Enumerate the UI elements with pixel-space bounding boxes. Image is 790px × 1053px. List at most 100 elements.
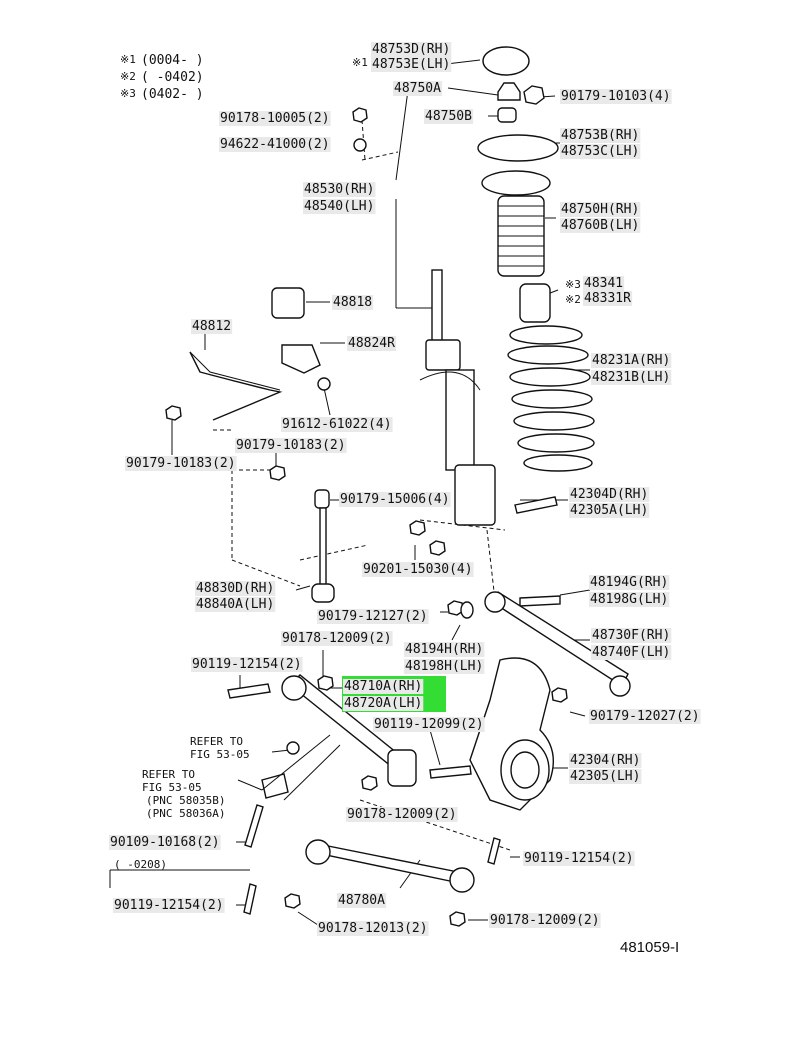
stabilizer-bushing	[271, 287, 305, 319]
label-background	[113, 898, 225, 913]
label-90179-12027: 90179-12027(2)	[590, 709, 700, 724]
washer	[497, 107, 517, 123]
label-90119-12099: 90119-12099(2)	[374, 717, 484, 732]
label-background	[373, 717, 485, 732]
nut-90179-15006	[409, 520, 426, 536]
label-94622: 94622-41000(2)	[220, 137, 330, 152]
stabilizer-bracket	[281, 344, 321, 374]
reference-notes: REFER TO FIG 53-05 REFER TO FIG 53-05 (P…	[142, 735, 250, 820]
bolt-90119-12154-b	[243, 883, 257, 915]
label-48720a: 48720A(LH)	[344, 696, 422, 711]
range-0208: ( -0208)	[114, 858, 167, 871]
bolt-90119-12099	[429, 765, 472, 779]
label-background	[317, 921, 429, 936]
shock-absorber	[419, 269, 496, 526]
bolt-48194g	[519, 595, 561, 607]
label-48824r: 48824R	[348, 336, 395, 351]
label-48760b: 48760B(LH)	[561, 218, 639, 233]
label-48750h: 48750H(RH)	[561, 202, 639, 217]
figure-id: 481059-I	[620, 939, 679, 956]
label-background	[523, 851, 635, 866]
nut-90178-12009-b	[361, 775, 378, 791]
label-42304d: 42304D(RH)	[570, 487, 648, 502]
dashed-guides	[213, 119, 511, 851]
label-48194h: 48194H(RH)	[405, 642, 483, 657]
bolt-42304d	[514, 496, 558, 514]
mark-3: ※3	[565, 278, 581, 291]
label-background	[583, 276, 625, 291]
label-background	[109, 835, 221, 850]
label-background	[235, 438, 347, 453]
label-background	[346, 807, 458, 822]
bolt-90201-15030	[429, 540, 446, 556]
dust-boot	[497, 195, 545, 277]
nut-90179-10183-b	[269, 465, 286, 481]
label-90178-12009-b: 90178-12009(2)	[347, 807, 457, 822]
nut-90178-12009-a	[317, 675, 334, 691]
label-background	[589, 575, 670, 590]
label-48750a: 48750A	[394, 81, 441, 96]
label-background	[343, 679, 424, 694]
mark-1: ※1	[352, 56, 368, 69]
label-48753c: 48753C(LH)	[561, 144, 639, 159]
label-48812: 48812	[192, 319, 231, 334]
label-background	[560, 128, 641, 143]
label-42305: 42305(LH)	[570, 769, 640, 784]
label-42304: 42304(RH)	[570, 753, 640, 768]
label-48750b: 48750B	[425, 109, 472, 124]
label-90179-10103: 90179-10103(4)	[561, 89, 671, 104]
label-90179-12127: 90179-12127(2)	[318, 609, 428, 624]
legend-range-2: ( -0402)	[141, 70, 204, 85]
label-background	[281, 417, 393, 432]
nut-90178-12009-c	[449, 911, 466, 927]
label-background	[303, 199, 376, 214]
label-background	[569, 753, 642, 768]
stabilizer-bar	[189, 351, 283, 421]
label-background	[591, 353, 672, 368]
label-background	[339, 492, 451, 507]
label-90119-12154-b: 90119-12154(2)	[114, 898, 224, 913]
part-labels: ※1 48753D(RH) 48753E(LH) 48750A 90179-10…	[109, 42, 701, 936]
knuckle	[469, 657, 554, 811]
label-48780a: 48780A	[338, 893, 385, 908]
lower-arm-48780a	[305, 839, 475, 893]
label-background	[371, 57, 452, 72]
label-background	[569, 769, 642, 784]
label-48530: 48530(RH)	[304, 182, 374, 197]
label-48818: 48818	[333, 295, 372, 310]
label-background	[583, 291, 633, 306]
label-background	[569, 503, 650, 518]
dust-cap	[482, 46, 530, 76]
bolt-90119-12154-c	[487, 837, 501, 865]
label-48540: 48540(LH)	[304, 199, 374, 214]
support-plate	[477, 134, 559, 162]
label-48198g: 48198G(LH)	[590, 592, 668, 607]
label-background	[589, 709, 701, 724]
label-91612: 91612-61022(4)	[282, 417, 392, 432]
label-48194g: 48194G(RH)	[590, 575, 668, 590]
label-90201: 90201-15030(4)	[363, 562, 473, 577]
label-background	[343, 696, 424, 711]
bolt-90119-12154-a	[227, 683, 271, 699]
label-48830d: 48830D(RH)	[196, 581, 274, 596]
label-48710a: 48710A(RH)	[344, 679, 422, 694]
label-background	[219, 111, 331, 126]
label-background	[560, 202, 641, 217]
nut-90178-10005	[352, 107, 368, 123]
legend-mark-3: ※3	[120, 87, 136, 100]
label-background	[404, 642, 485, 657]
refer-note-2-line2: FIG 53-05	[142, 781, 202, 794]
label-90109: 90109-10168(2)	[110, 835, 220, 850]
legend-mark-2: ※2	[120, 70, 136, 83]
label-background	[195, 597, 276, 612]
label-background	[560, 89, 672, 104]
label-background	[393, 81, 443, 96]
label-90178-10005: 90178-10005(2)	[220, 111, 330, 126]
refer-note-1-line2: FIG 53-05	[190, 748, 250, 761]
nut-90179-10183-a	[165, 405, 182, 421]
label-background	[347, 336, 397, 351]
mark-2: ※2	[565, 293, 581, 306]
label-48753e: 48753E(LH)	[372, 57, 450, 72]
pnc-note-1: (PNC 58035B)	[146, 794, 225, 807]
label-90179-15006: 90179-15006(4)	[340, 492, 450, 507]
